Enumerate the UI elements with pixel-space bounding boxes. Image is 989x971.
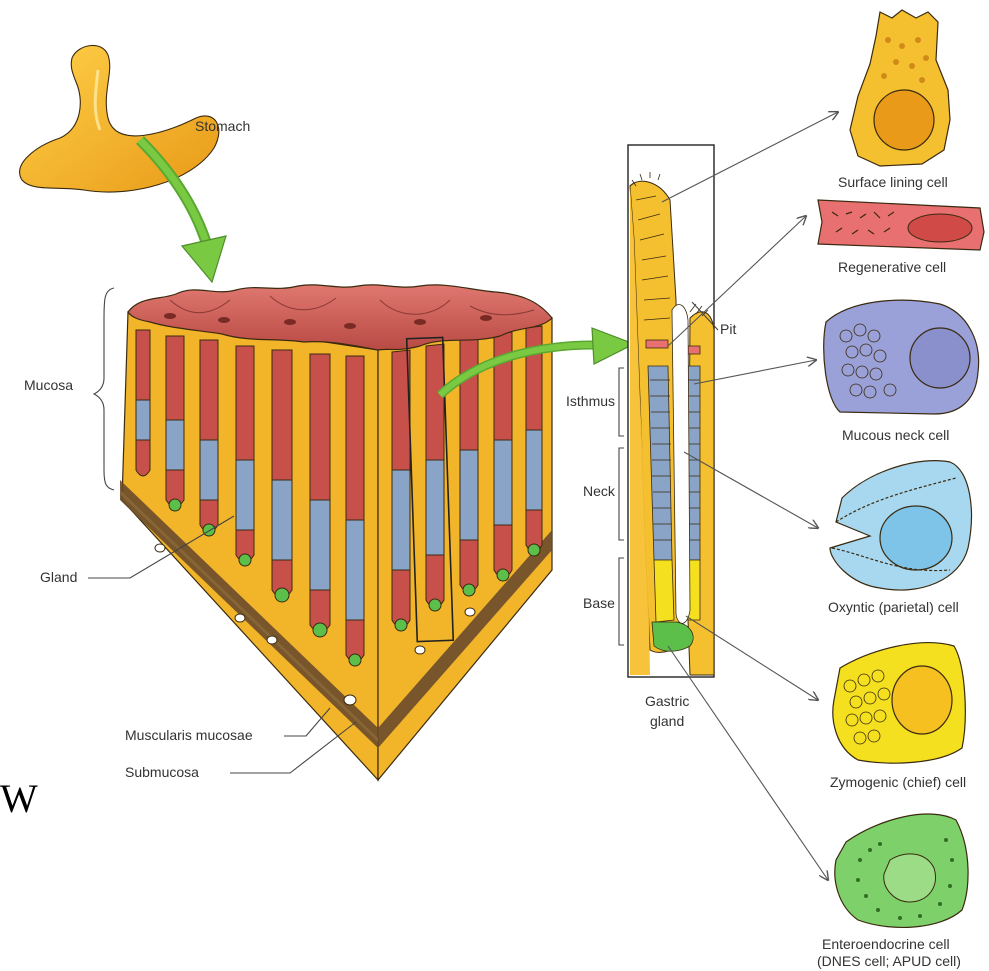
mucosa-label: Mucosa (24, 377, 73, 393)
muscularis-mucosae-label: Muscularis mucosae (125, 727, 253, 743)
gland-label: Gland (40, 569, 77, 585)
zymogenic-cell-illustration (833, 643, 965, 763)
enteroendocrine-cell-label-line2: (DNES cell; APUD cell) (817, 953, 961, 969)
submucosa-label: Submucosa (125, 764, 199, 780)
isthmus-bracket (619, 368, 624, 436)
oxyntic-cell-illustration (830, 461, 971, 590)
gastric-gland-label-line2: gland (650, 713, 684, 729)
zymogenic-cell-label: Zymogenic (chief) cell (830, 774, 966, 790)
neck-bracket (619, 448, 624, 540)
enteroendocrine-cell-illustration (835, 814, 968, 927)
isthmus-label: Isthmus (566, 393, 615, 409)
stray-letter: W (0, 776, 38, 821)
mucosa-tissue-block (120, 285, 552, 780)
neck-label: Neck (583, 483, 616, 499)
enteroendocrine-cell-label-line1: Enteroendocrine cell (822, 936, 950, 952)
pit-label: Pit (720, 321, 736, 337)
regenerative-cell-illustration (818, 200, 984, 250)
gastric-gland-label-line1: Gastric (645, 693, 689, 709)
mucosa-brace (94, 288, 114, 490)
mucous-neck-cell-label: Mucous neck cell (842, 427, 949, 443)
mucous-neck-cell-illustration (824, 300, 979, 414)
oxyntic-cell-label: Oxyntic (parietal) cell (828, 599, 959, 615)
stomach-label: Stomach (195, 118, 250, 134)
regenerative-cell-label: Regenerative cell (838, 259, 946, 275)
stomach-illustration (20, 45, 219, 192)
base-bracket (619, 558, 624, 645)
base-label: Base (583, 595, 615, 611)
surface-lining-cell-illustration (850, 10, 950, 166)
surface-lining-cell-label: Surface lining cell (838, 174, 948, 190)
gastric-gland-detail (628, 145, 714, 677)
